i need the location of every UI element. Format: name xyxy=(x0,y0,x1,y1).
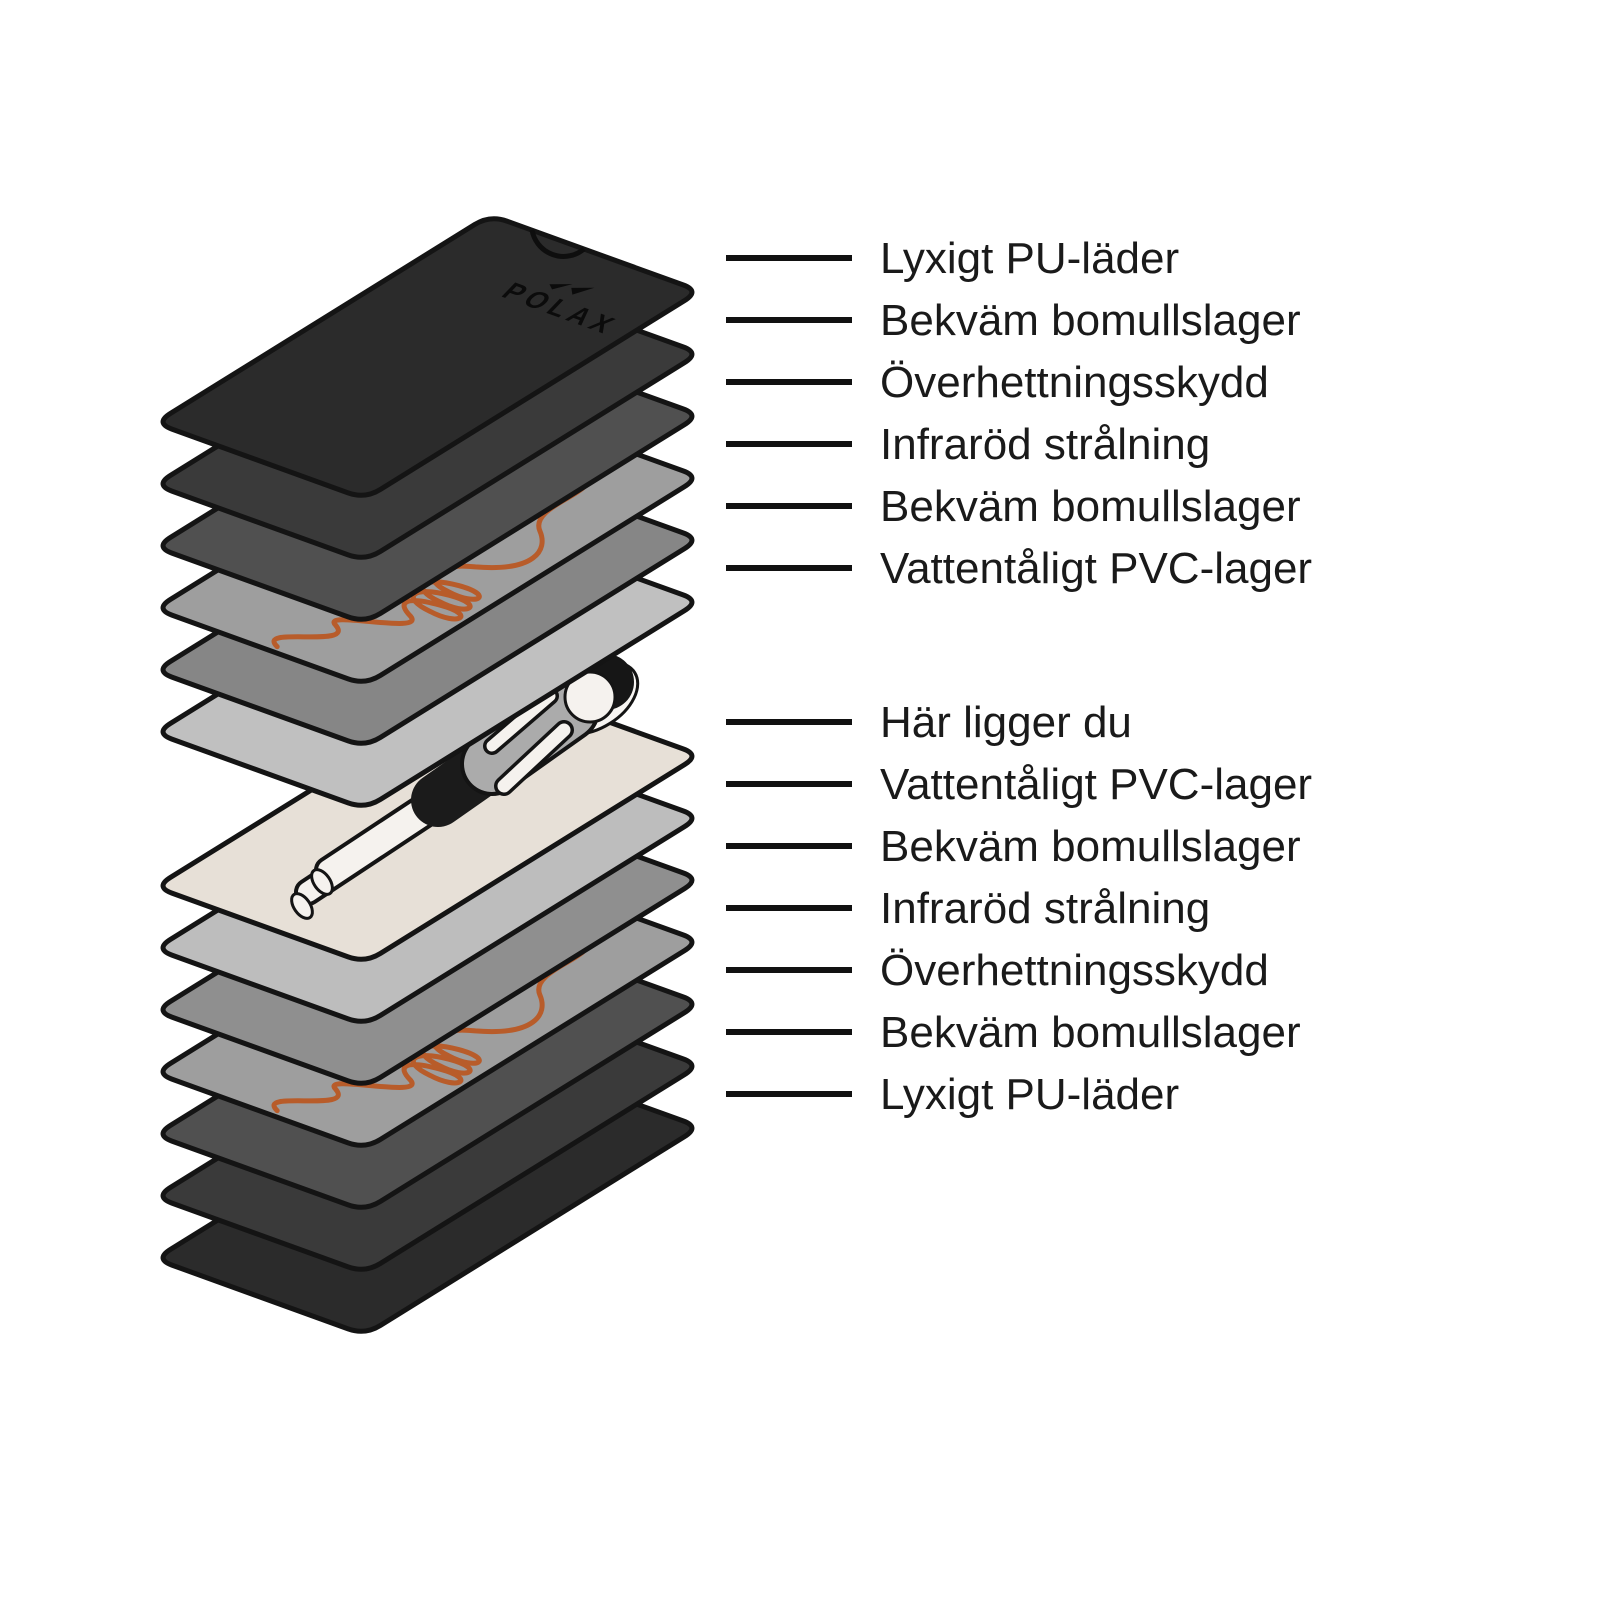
label-bottom-pu-leather: Lyxigt PU-läder xyxy=(880,1070,1179,1119)
label-bottom-pvc: Vattentåligt PVC-lager xyxy=(880,760,1312,809)
top-label-group: Lyxigt PU-läder Bekväm bomullslager Över… xyxy=(726,234,1312,593)
label-bottom-cotton-1: Bekväm bomullslager xyxy=(880,822,1301,871)
bottom-label-group: Här ligger du Vattentåligt PVC-lager Bek… xyxy=(726,698,1312,1119)
arm-1 xyxy=(497,723,571,793)
label-top-cotton-2: Bekväm bomullslager xyxy=(880,482,1301,531)
foot-1 xyxy=(310,868,334,896)
foot-2 xyxy=(290,892,314,920)
label-top-infrared: Infraröd strålning xyxy=(880,420,1210,469)
arm-2 xyxy=(486,690,556,752)
label-bottom-infrared: Infraröd strålning xyxy=(880,884,1210,933)
label-top-overheat-protection: Överhettningsskydd xyxy=(880,358,1269,407)
label-top-pvc: Vattentåligt PVC-lager xyxy=(880,544,1312,593)
label-top-cotton-1: Bekväm bomullslager xyxy=(880,296,1301,345)
collar-notch-icon xyxy=(529,229,586,259)
label-bottom-cotton-2: Bekväm bomullslager xyxy=(880,1008,1301,1057)
brand-logo-mark-icon xyxy=(549,284,595,295)
top-layer-stack: POLAX xyxy=(163,219,692,806)
torso-shirt xyxy=(464,682,596,792)
label-top-pu-leather: Lyxigt PU-läder xyxy=(880,234,1179,283)
label-lie-here: Här ligger du xyxy=(880,698,1132,747)
person-figure xyxy=(290,654,640,920)
label-bottom-overheat-protection: Överhettningsskydd xyxy=(880,946,1269,995)
